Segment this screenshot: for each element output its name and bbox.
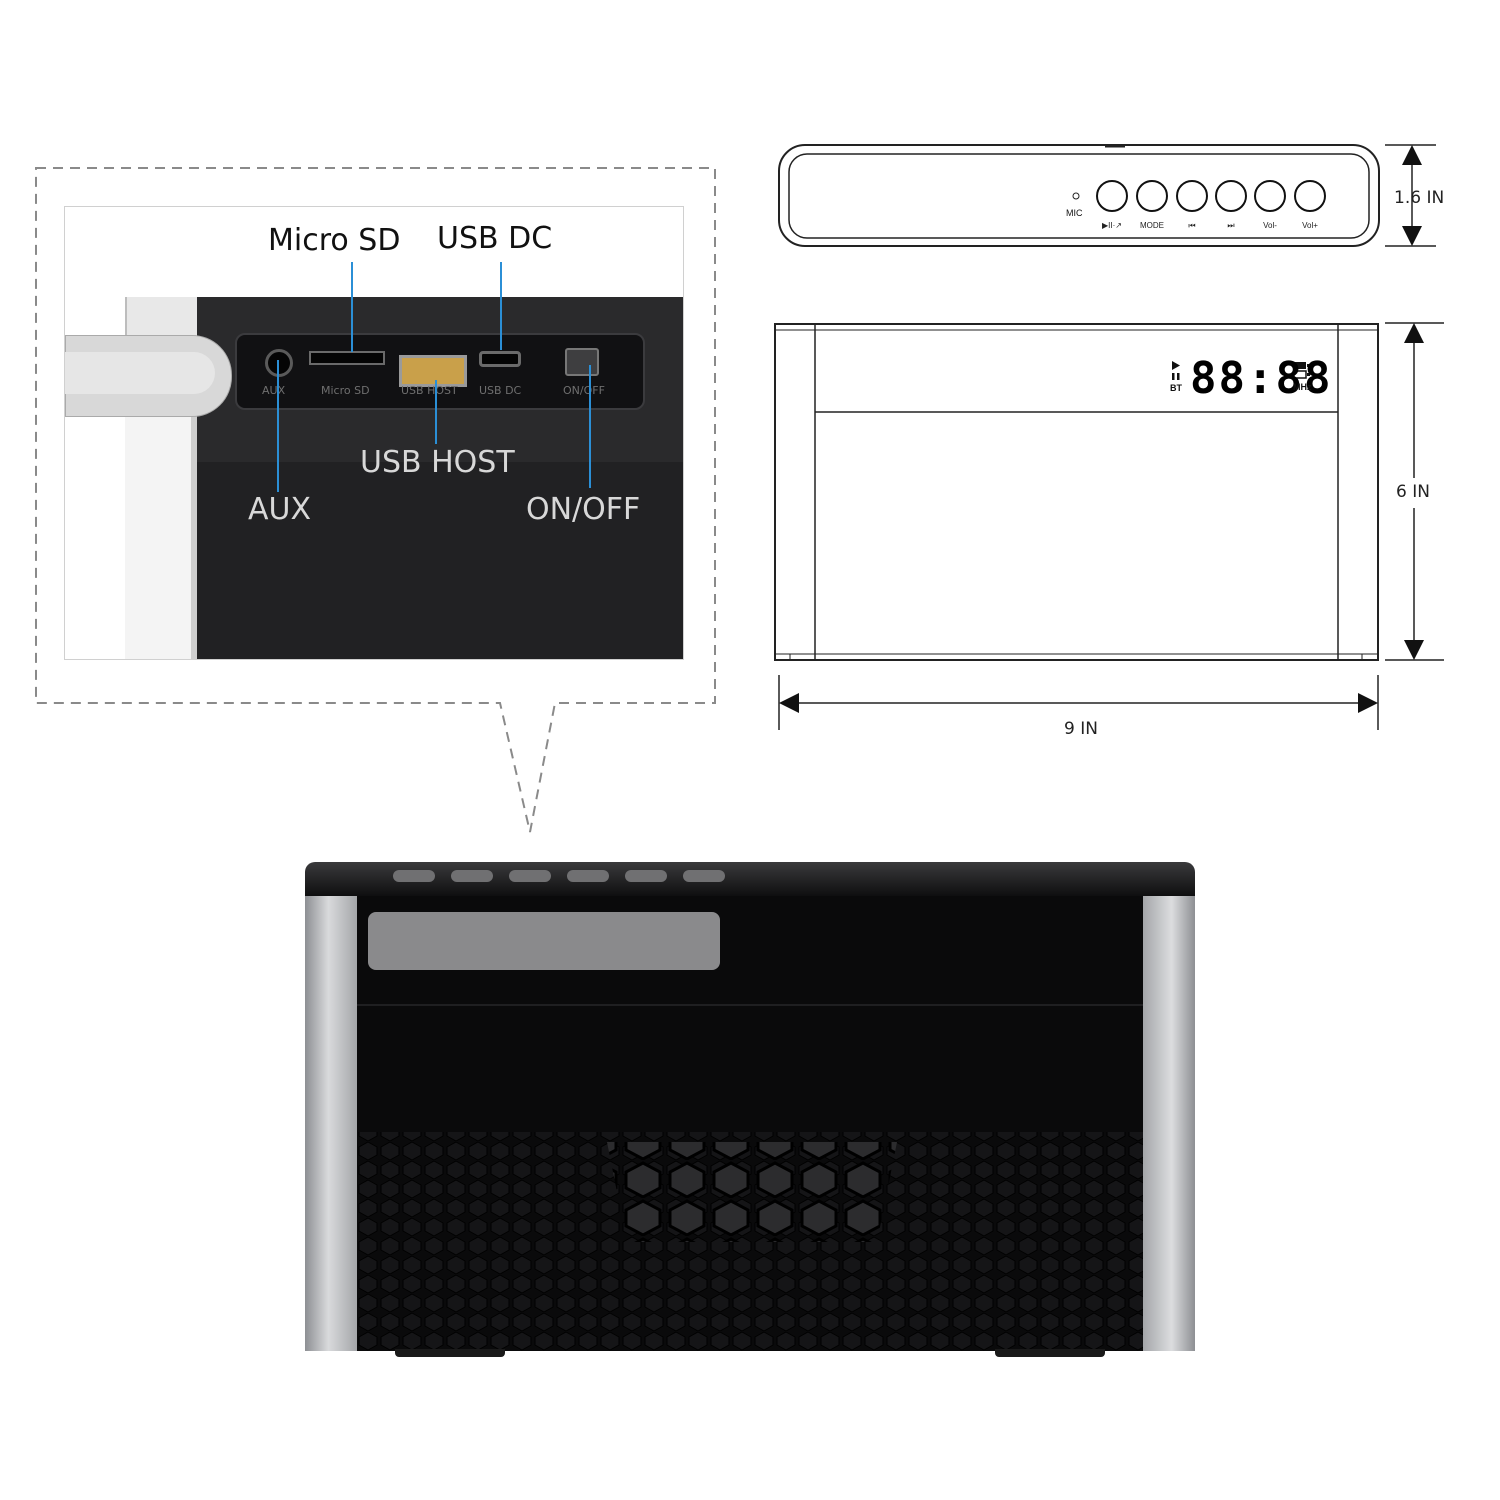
- top-button-next-label: ⏭: [1227, 221, 1235, 230]
- speaker-lower-body: [193, 462, 683, 659]
- power-switch: [565, 348, 599, 376]
- lcd-mhz-label: MHz: [1293, 382, 1312, 392]
- mic-label: MIC: [1066, 208, 1083, 218]
- micro-sd-slot: [309, 351, 385, 365]
- speaker-right-silver-band: [1143, 896, 1195, 1351]
- lcd-display-digits: 88:88: [1190, 353, 1333, 404]
- speaker-foot-left: [395, 1349, 505, 1357]
- usb-host-port: [399, 355, 467, 387]
- speaker-left-silver-band: [305, 896, 357, 1351]
- label-aux: AUX: [248, 492, 312, 527]
- lcd-bt-label: BT: [1170, 383, 1182, 393]
- port-closeup-photo: AUX Micro SD USB HOST USB DC ON/OFF: [64, 206, 684, 660]
- dim-front-width: 9 IN: [1064, 719, 1098, 739]
- panel-print-usb-dc: USB DC: [479, 384, 522, 397]
- top-button-play-label: ▶II·↗: [1102, 221, 1122, 230]
- panel-print-aux: AUX: [262, 384, 286, 397]
- speaker-top-buttons: [393, 870, 733, 884]
- label-usb-dc: USB DC: [437, 221, 553, 256]
- speaker-front-seam: [357, 1004, 1143, 1006]
- speaker-photo: [305, 862, 1195, 1357]
- speaker-display-window: [368, 912, 720, 970]
- top-button-mode-label: MODE: [1140, 221, 1164, 230]
- speaker-foot-right: [995, 1349, 1105, 1357]
- dim-front-height: 6 IN: [1396, 482, 1430, 502]
- top-button-vol-up-label: Vol+: [1302, 221, 1318, 230]
- speaker-silver-side: [125, 412, 197, 659]
- usb-dc-port: [479, 351, 521, 367]
- top-button-vol-down-label: Vol-: [1263, 221, 1277, 230]
- panel-print-on-off: ON/OFF: [563, 384, 605, 397]
- dim-top-height: 1.6 IN: [1394, 188, 1445, 208]
- label-usb-host: USB HOST: [360, 445, 515, 480]
- label-on-off: ON/OFF: [526, 492, 641, 527]
- speaker-grille: [357, 1132, 1143, 1351]
- top-button-prev-label: ⏮: [1188, 221, 1196, 230]
- panel-print-micro-sd: Micro SD: [321, 384, 370, 397]
- stand-clamp-inner: [65, 352, 215, 394]
- panel-print-usb-host: USB HOST: [401, 384, 458, 397]
- label-micro-sd: Micro SD: [268, 223, 401, 258]
